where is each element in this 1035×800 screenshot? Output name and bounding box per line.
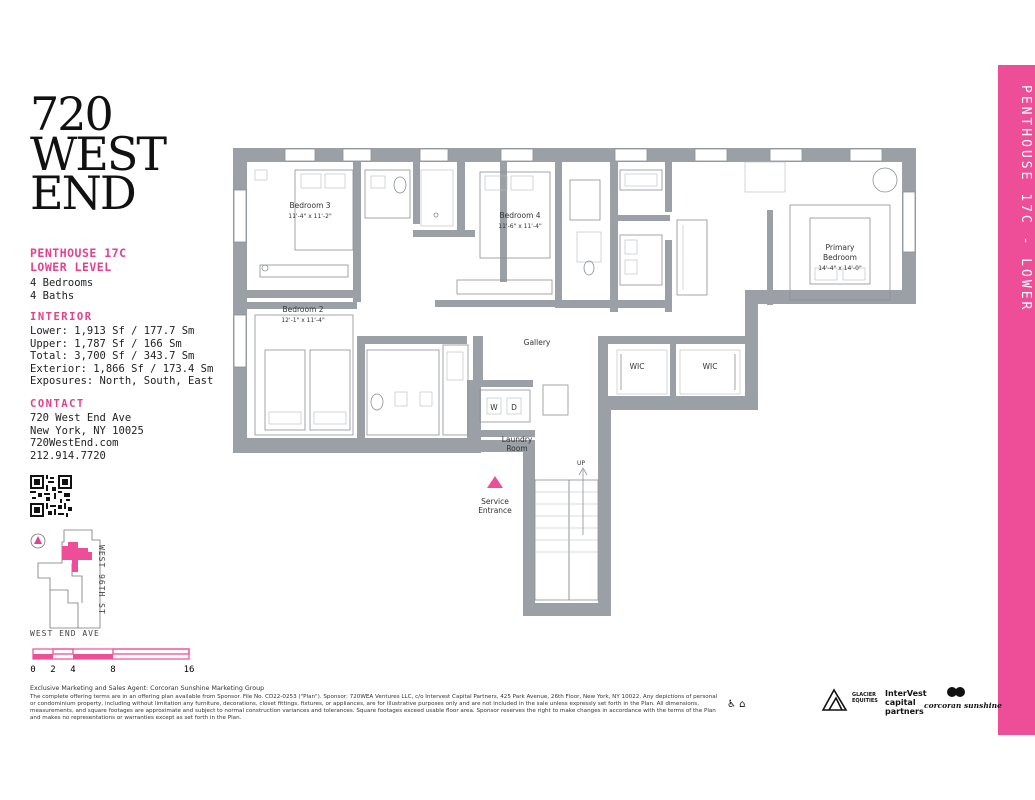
room-dim-primary: 14'-4" x 14'-0": [818, 265, 862, 272]
washer-label: W: [490, 403, 498, 412]
side-band: [998, 65, 1035, 735]
key-plan: [30, 529, 101, 629]
unit-highlight: [62, 542, 92, 572]
intervest-name: InterVest: [885, 689, 927, 698]
logo-line-1: 720: [30, 87, 114, 141]
bath-count: 4 Baths: [30, 289, 75, 302]
stair-up-label: UP: [577, 460, 585, 467]
glacier-logo-icon: [821, 688, 848, 711]
room-label-laundry-2: Room: [506, 444, 527, 453]
scale-tick: 2: [50, 665, 55, 675]
contact-website[interactable]: 720WestEnd.com: [30, 437, 119, 450]
interior-line: Exterior: 1,866 Sf / 173.4 Sm: [30, 362, 214, 375]
room-dim-bedroom-3: 11'-4" x 11'-2": [288, 213, 332, 220]
room-dim-bedroom-2: 12'-1" x 11'-4": [281, 317, 325, 324]
interior-line: Exposures: North, South, East: [30, 375, 214, 388]
bedroom-2-furniture: [254, 314, 354, 436]
interior-line: Lower: 1,913 Sf / 177.7 Sm: [30, 325, 195, 337]
interior-line: Upper: 1,787 Sf / 166 Sm: [30, 337, 182, 350]
intervest-sub2: partners: [885, 707, 924, 716]
service-entrance-icon: [487, 476, 503, 488]
walk-in-closets: [616, 349, 741, 395]
bath-1-fixtures: [364, 169, 454, 227]
interior-heading: INTERIOR: [30, 311, 93, 323]
room-label-primary-1: Primary: [826, 243, 856, 252]
glacier-sub: EQUITIES: [852, 698, 878, 704]
scale-tick: 0: [30, 665, 35, 675]
intervest-brand: InterVest capital partners: [885, 689, 927, 716]
street-label-east: WEST 96TH ST: [97, 545, 106, 615]
interior-line: Total: 3,700 Sf / 343.7 Sm: [30, 350, 195, 363]
scale-tick: 16: [184, 665, 195, 675]
bedroom-count: 4 Bedrooms: [30, 277, 94, 289]
room-label-bedroom-2: Bedroom 2: [282, 305, 323, 314]
corcoran-logo-icon: [947, 687, 965, 697]
room-label-bedroom-3: Bedroom 3: [289, 201, 330, 210]
primary-bedroom-furniture: [744, 161, 898, 301]
unit-summary: 4 Bedrooms 4 Baths: [30, 277, 93, 302]
service-entrance-label-2: Entrance: [478, 506, 512, 515]
glacier-brand: GLACIER EQUITIES: [852, 692, 878, 704]
scale-tick: 4: [70, 665, 75, 675]
room-label-primary-2: Bedroom: [823, 253, 857, 262]
logo-line-2: WEST: [30, 126, 167, 181]
contact-phone[interactable]: 212.914.7720: [30, 449, 106, 462]
corcoran-brand: corcoran sunshine: [924, 701, 1002, 710]
room-dim-bedroom-4: 11'-6" x 11'-4": [498, 223, 542, 230]
laundry-fixtures: [479, 384, 569, 423]
room-label-gallery: Gallery: [524, 338, 551, 347]
contact-city: New York, NY 10025: [30, 424, 144, 437]
unit-name: PENTHOUSE 17C: [30, 246, 127, 260]
floor-plan: .w { fill:#9aa0a6; } .ln { fill:none; st…: [233, 148, 916, 616]
interior-details: Lower: 1,913 Sf / 177.7 Sm Upper: 1,787 …: [30, 325, 213, 388]
room-label-wic-2: WIC: [703, 362, 718, 371]
bedroom-3-furniture: [254, 169, 354, 278]
room-label-bedroom-4: Bedroom 4: [499, 211, 540, 220]
service-entrance-label-1: Service: [481, 497, 509, 506]
qr-code-icon[interactable]: [30, 475, 72, 517]
glacier-name: GLACIER: [852, 692, 876, 698]
room-label-laundry-1: Laundry: [502, 435, 533, 444]
bath-2-fixtures: [366, 344, 469, 436]
logo: 720 WEST END: [30, 87, 167, 221]
stairs: [534, 467, 599, 601]
street-label-south: WEST END AVE: [30, 629, 100, 638]
dryer-label: D: [511, 403, 517, 412]
contact-details: 720 West End Ave New York, NY 10025 720W…: [30, 412, 144, 462]
bedroom-4-furniture: [456, 171, 602, 295]
contact-address: 720 West End Ave: [30, 412, 132, 424]
primary-bath-fixtures: [619, 169, 708, 296]
footer-agent: Exclusive Marketing and Sales Agent: Cor…: [30, 685, 265, 692]
scale-tick: 8: [110, 665, 115, 675]
intervest-sub1: capital: [885, 698, 916, 707]
interior-walls: [247, 162, 773, 453]
contact-heading: CONTACT: [30, 398, 85, 410]
unit-level: LOWER LEVEL: [30, 260, 112, 274]
room-label-wic-1: WIC: [630, 362, 645, 371]
equal-housing-icon: ♿ ⌂: [727, 699, 746, 710]
footer-legal: The complete offering terms are in an of…: [30, 694, 718, 721]
unit-title: PENTHOUSE 17C LOWER LEVEL: [30, 246, 127, 274]
logo-line-3: END: [30, 166, 137, 221]
compass-icon: [30, 533, 46, 549]
windows: [233, 148, 916, 368]
scale-bar: 0 2 4 8 16: [30, 648, 195, 675]
north-arrow-icon: [34, 536, 42, 544]
side-band-title: PENTHOUSE 17C - LOWER: [1018, 85, 1033, 313]
